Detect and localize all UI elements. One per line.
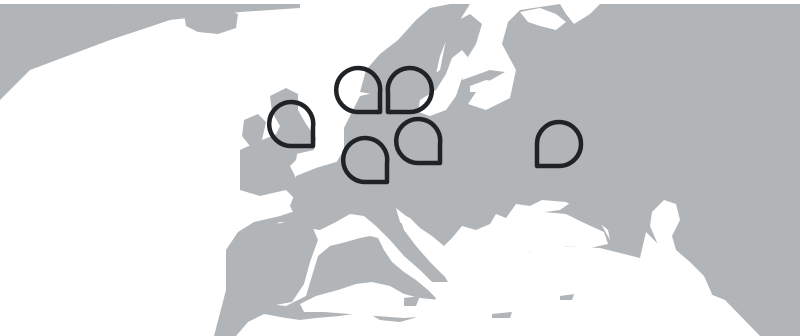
sicily: [404, 296, 420, 306]
caspian-sea: [650, 200, 712, 298]
mediterranean-sea: [300, 282, 612, 320]
map-pin-marker[interactable]: [385, 65, 435, 115]
map-pin-marker[interactable]: [266, 99, 316, 149]
corsica: [372, 238, 378, 252]
crete: [492, 312, 512, 318]
map-pin-marker[interactable]: [340, 135, 390, 185]
cyprus: [560, 294, 574, 300]
black-sea: [498, 212, 608, 252]
gulf-of-finland: [470, 80, 500, 92]
map-pin-marker[interactable]: [534, 119, 584, 169]
iceland: [184, 8, 238, 34]
adriatic-sea: [398, 212, 448, 276]
greenland: [0, 4, 120, 64]
arctic-inlet: [560, 4, 600, 24]
scandinavia: [360, 4, 470, 96]
ireland: [242, 114, 266, 146]
western-europe: [290, 162, 358, 224]
map-pin-marker[interactable]: [333, 65, 383, 115]
sardinia: [370, 256, 380, 274]
white-sea: [520, 8, 566, 30]
map-pin-marker[interactable]: [393, 116, 443, 166]
iberia: [238, 222, 318, 306]
